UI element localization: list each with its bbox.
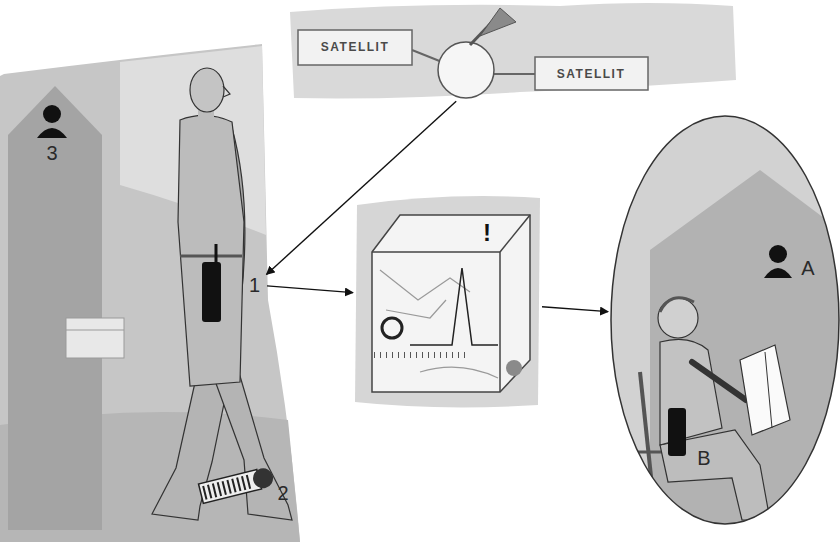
signal-arrow: [267, 286, 353, 293]
signal-arrow: [542, 307, 608, 312]
ankle-tag: [199, 466, 276, 503]
home-scene: [611, 116, 840, 525]
alert-mark: !: [483, 221, 491, 245]
monitoring-panel: !: [355, 195, 540, 405]
panel-label: SATELLIT: [321, 41, 389, 53]
callout-letter: A: [801, 258, 814, 278]
oval-outline: [610, 115, 840, 525]
callout-number: 1: [245, 272, 265, 298]
panel-label: SATELLIT: [557, 68, 625, 80]
satellite-panel: SATELLIT SATELLIT: [290, 0, 735, 100]
home-oval: AB: [610, 115, 840, 525]
tracker-callout: 1: [245, 272, 265, 298]
person-panel: 3 2 1: [0, 45, 300, 542]
signal-arrow: [267, 101, 457, 274]
satellite-scene: [290, 3, 736, 98]
callout-letter: B: [697, 448, 710, 468]
walking-man-scene: [0, 44, 300, 542]
monitoring-centre: [355, 196, 540, 407]
callout-number: 3: [46, 143, 57, 163]
callout-number: 2: [277, 483, 288, 503]
